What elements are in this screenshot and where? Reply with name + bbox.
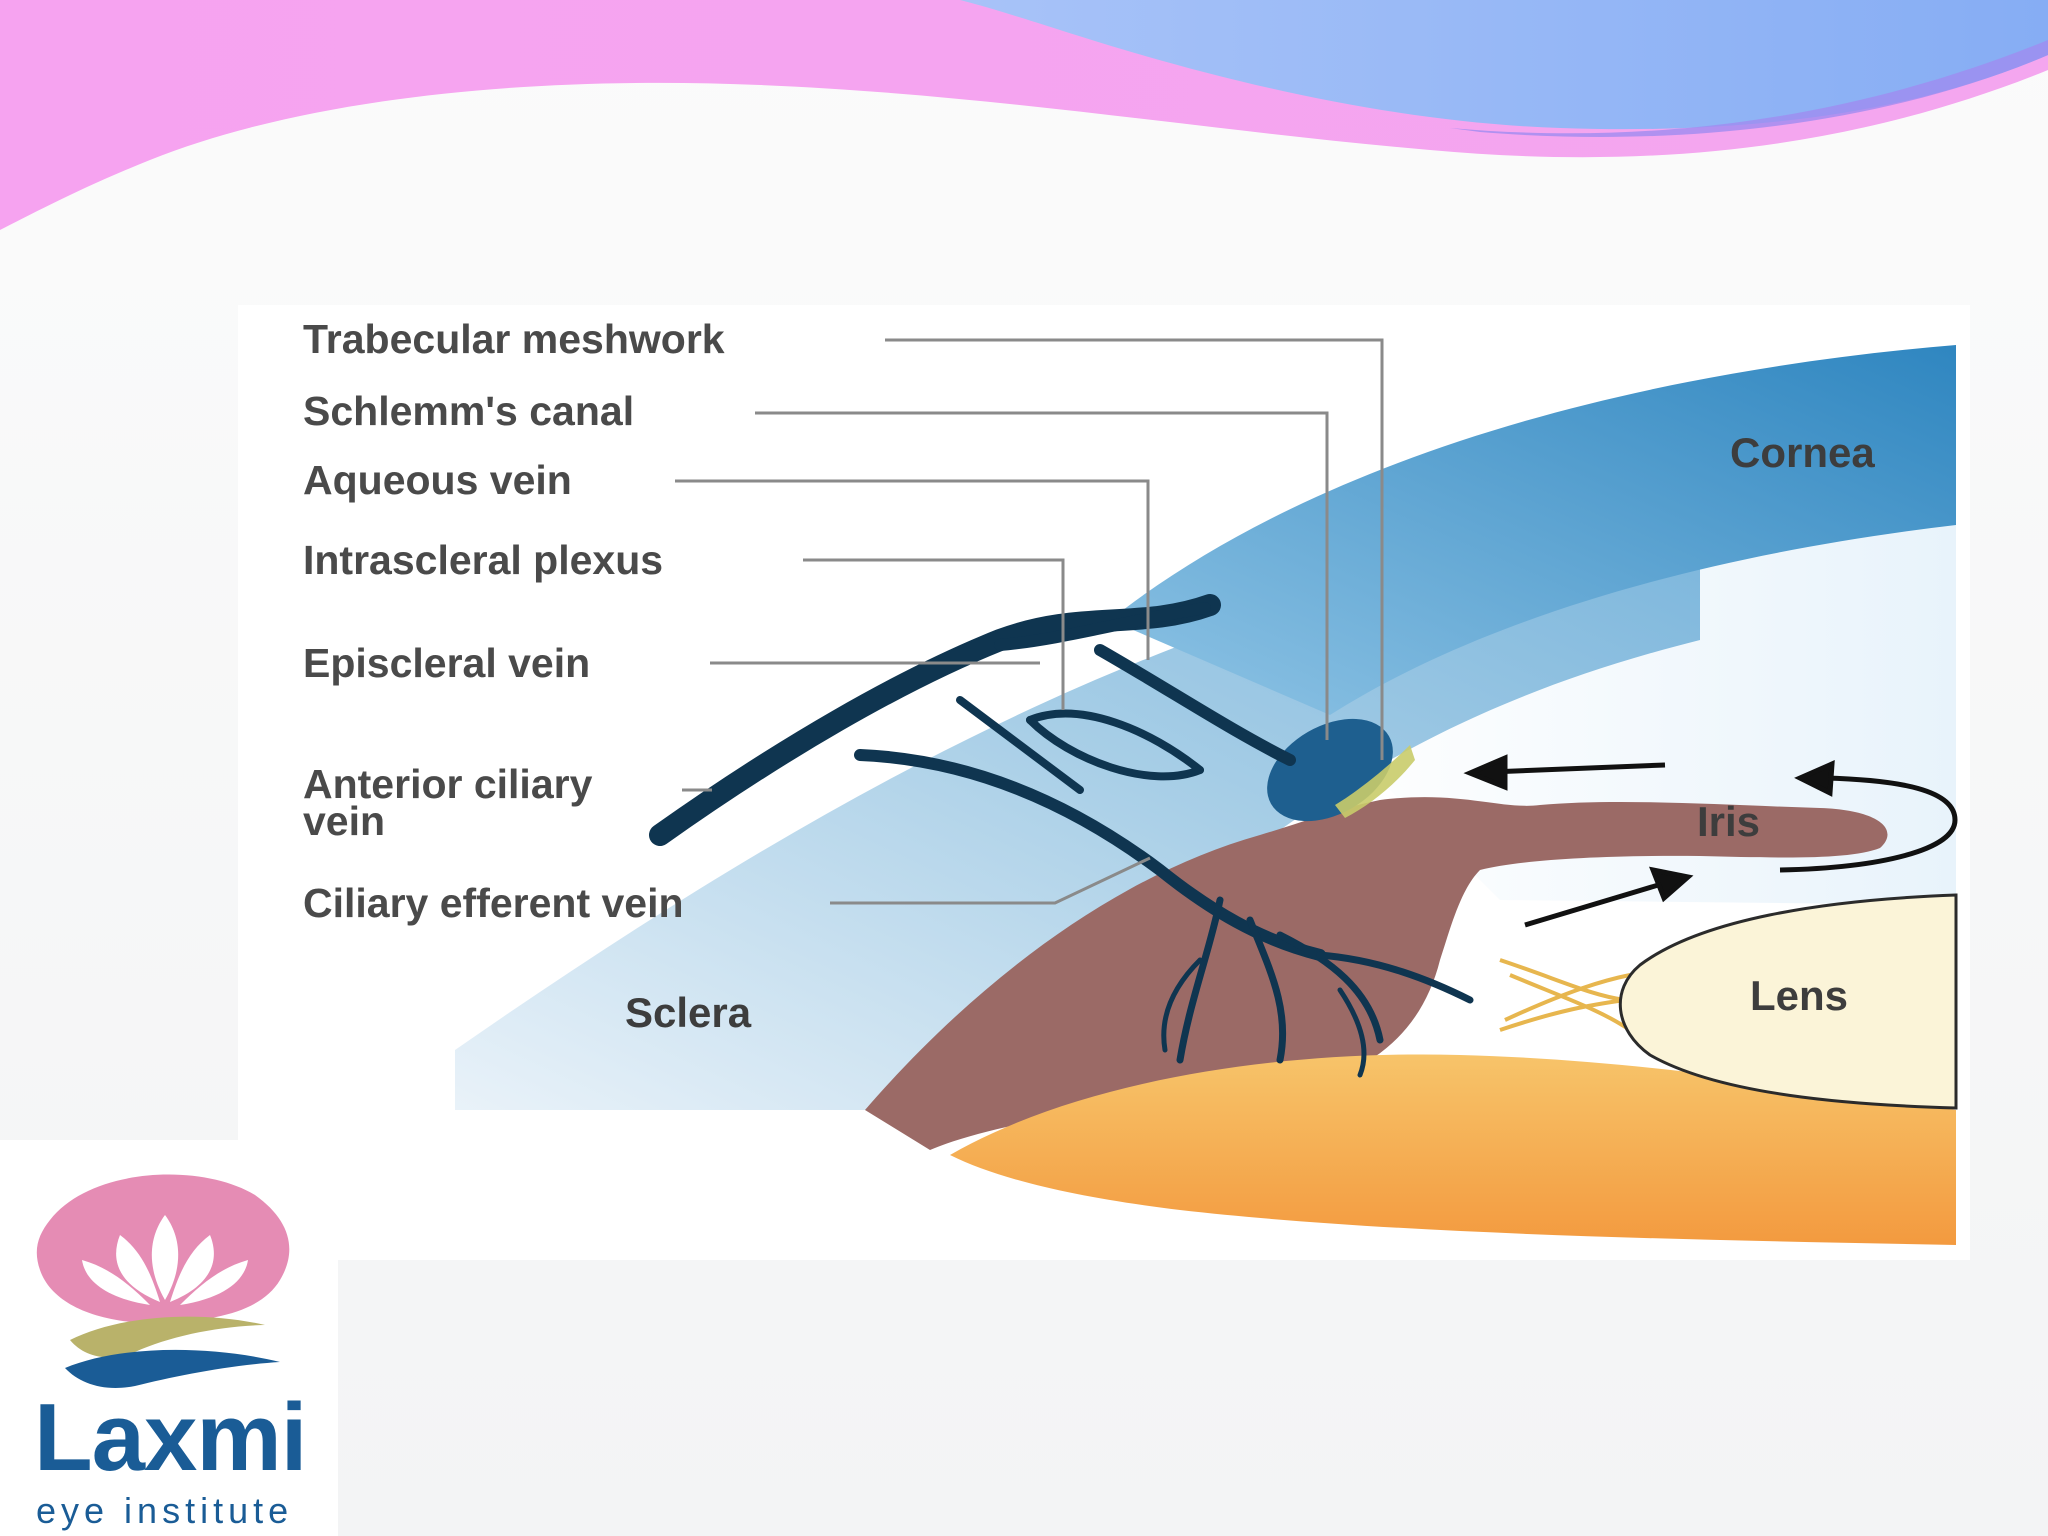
label-anterior-ciliary-vein-line2: vein (303, 798, 385, 844)
logo-tagline: eye institute (36, 1493, 293, 1529)
zonule-fibers (1500, 960, 1630, 1030)
label-aqueous-vein: Aqueous vein (303, 457, 572, 503)
label-trabecular-meshwork: Trabecular meshwork (303, 316, 725, 362)
label-lens: Lens (1750, 972, 1848, 1019)
logo-name: Laxmi (34, 1390, 306, 1486)
label-iris: Iris (1697, 798, 1760, 845)
lotus-icon (0, 1140, 338, 1390)
label-cornea: Cornea (1730, 429, 1875, 476)
label-ciliary-efferent-vein: Ciliary efferent vein (303, 880, 684, 926)
label-episcleral-vein: Episcleral vein (303, 640, 590, 686)
laxmi-logo: Laxmi eye institute (0, 1140, 338, 1536)
label-intrascleral-plexus: Intrascleral plexus (303, 537, 663, 583)
label-schlemms-canal: Schlemm's canal (303, 388, 634, 434)
label-sclera: Sclera (625, 989, 752, 1036)
